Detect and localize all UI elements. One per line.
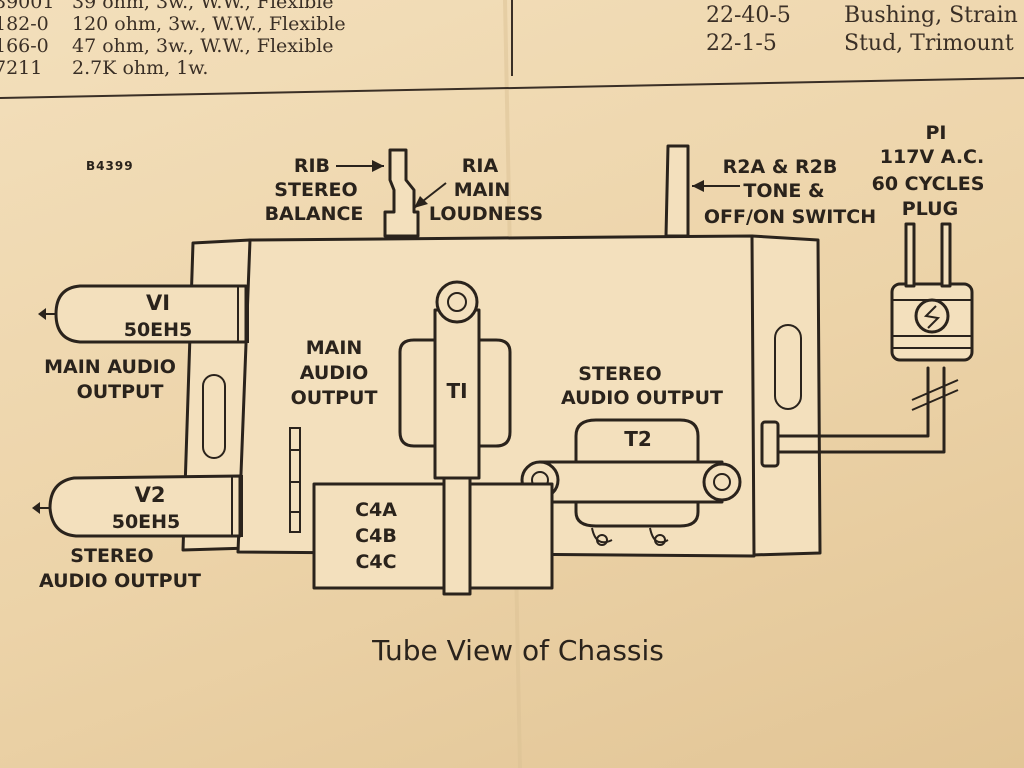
label-line: PI: [926, 122, 947, 144]
label-line: BALANCE: [265, 203, 364, 225]
capacitor-label: C4C: [355, 551, 396, 573]
label-line: LOUDNESS: [429, 203, 543, 225]
plug-prong: [940, 222, 952, 288]
tube-type: 50EH5: [112, 511, 181, 533]
capacitor-label: C4B: [355, 525, 397, 547]
label-r2: R2A & R2B TONE & OFF/ON SWITCH: [704, 156, 876, 228]
parts-desc: 47 ohm, 3w., W.W., Flexible: [72, 35, 334, 57]
label-plug: PI 117V A.C. 60 CYCLES PLUG: [872, 122, 985, 220]
tube-v1-label: OUTPUT: [77, 381, 164, 403]
t2-label: AUDIO OUTPUT: [561, 387, 723, 409]
tube-v2: V2 50EH5: [32, 474, 243, 538]
figure-caption: Tube View of Chassis: [371, 634, 664, 667]
left-bracket-slot: [202, 374, 226, 459]
t1-label: OUTPUT: [291, 387, 378, 409]
parts-list-rule: [0, 77, 1024, 99]
label-line: STEREO: [274, 179, 357, 201]
tube-name: V2: [135, 483, 166, 507]
capacitor-c4: C4A C4B C4C: [312, 476, 554, 596]
tube-v2-label: AUDIO OUTPUT: [39, 570, 201, 592]
transformer-t1: TI: [398, 280, 512, 480]
parts-code: 22-40-5: [706, 3, 791, 28]
t2-label: STEREO: [578, 363, 661, 385]
parts-list-left: 39001 39 ohm, 3w., W.W., Flexible 182-0 …: [0, 0, 346, 79]
tube-v1: VI 50EH5: [38, 284, 249, 344]
t1-label: MAIN: [306, 337, 363, 359]
label-line: 117V A.C.: [880, 146, 984, 168]
label-line: R2A & R2B: [723, 156, 838, 178]
transformer-t2: T2: [520, 418, 742, 546]
tone-switch-shaft: [664, 144, 690, 238]
parts-desc: 2.7K ohm, 1w.: [72, 57, 208, 79]
plug-prong: [904, 222, 916, 288]
tube-name: VI: [146, 291, 170, 315]
parts-code: 166-0: [0, 35, 49, 57]
parts-code: 182-0: [0, 13, 49, 35]
tube-v1-label: MAIN AUDIO: [44, 356, 176, 378]
control-shafts: [336, 144, 740, 238]
parts-code: 39001: [0, 0, 54, 13]
label-r1b: RIB STEREO BALANCE: [265, 155, 364, 225]
parts-code: 7211: [0, 57, 42, 79]
parts-desc: Bushing, Strain: [844, 3, 1018, 28]
terminal-strip: [289, 427, 301, 533]
t2-name: T2: [624, 427, 652, 451]
parts-desc: Stud, Trimount: [844, 31, 1014, 56]
label-line: RIB: [294, 155, 330, 177]
label-line: OFF/ON SWITCH: [704, 206, 876, 228]
parts-desc: 120 ohm, 3w., W.W., Flexible: [72, 13, 346, 35]
tube-v2-label: STEREO: [70, 545, 153, 567]
label-line: 60 CYCLES: [872, 173, 985, 195]
parts-desc: 39 ohm, 3w., W.W., Flexible: [72, 0, 334, 13]
balance-loudness-shaft: [383, 148, 420, 238]
capacitor-label: C4A: [355, 499, 397, 521]
figure-id: B4399: [86, 159, 134, 173]
label-r1a: RIA MAIN LOUDNESS: [429, 155, 543, 225]
tube-type: 50EH5: [124, 319, 193, 341]
parts-list-right: 22-40-5 Bushing, Strain 22-1-5 Stud, Tri…: [706, 3, 1018, 56]
label-line: RIA: [462, 155, 499, 177]
label-line: PLUG: [902, 198, 958, 220]
power-plug: [760, 222, 974, 468]
right-bracket-slot: [774, 324, 802, 410]
label-line: TONE &: [743, 180, 824, 202]
parts-code: 22-1-5: [706, 31, 777, 56]
label-line: MAIN: [454, 179, 511, 201]
t1-label: AUDIO: [300, 362, 369, 384]
t1-name: TI: [446, 379, 467, 403]
right-bracket: [750, 234, 822, 557]
cord-grommet: [760, 420, 780, 468]
